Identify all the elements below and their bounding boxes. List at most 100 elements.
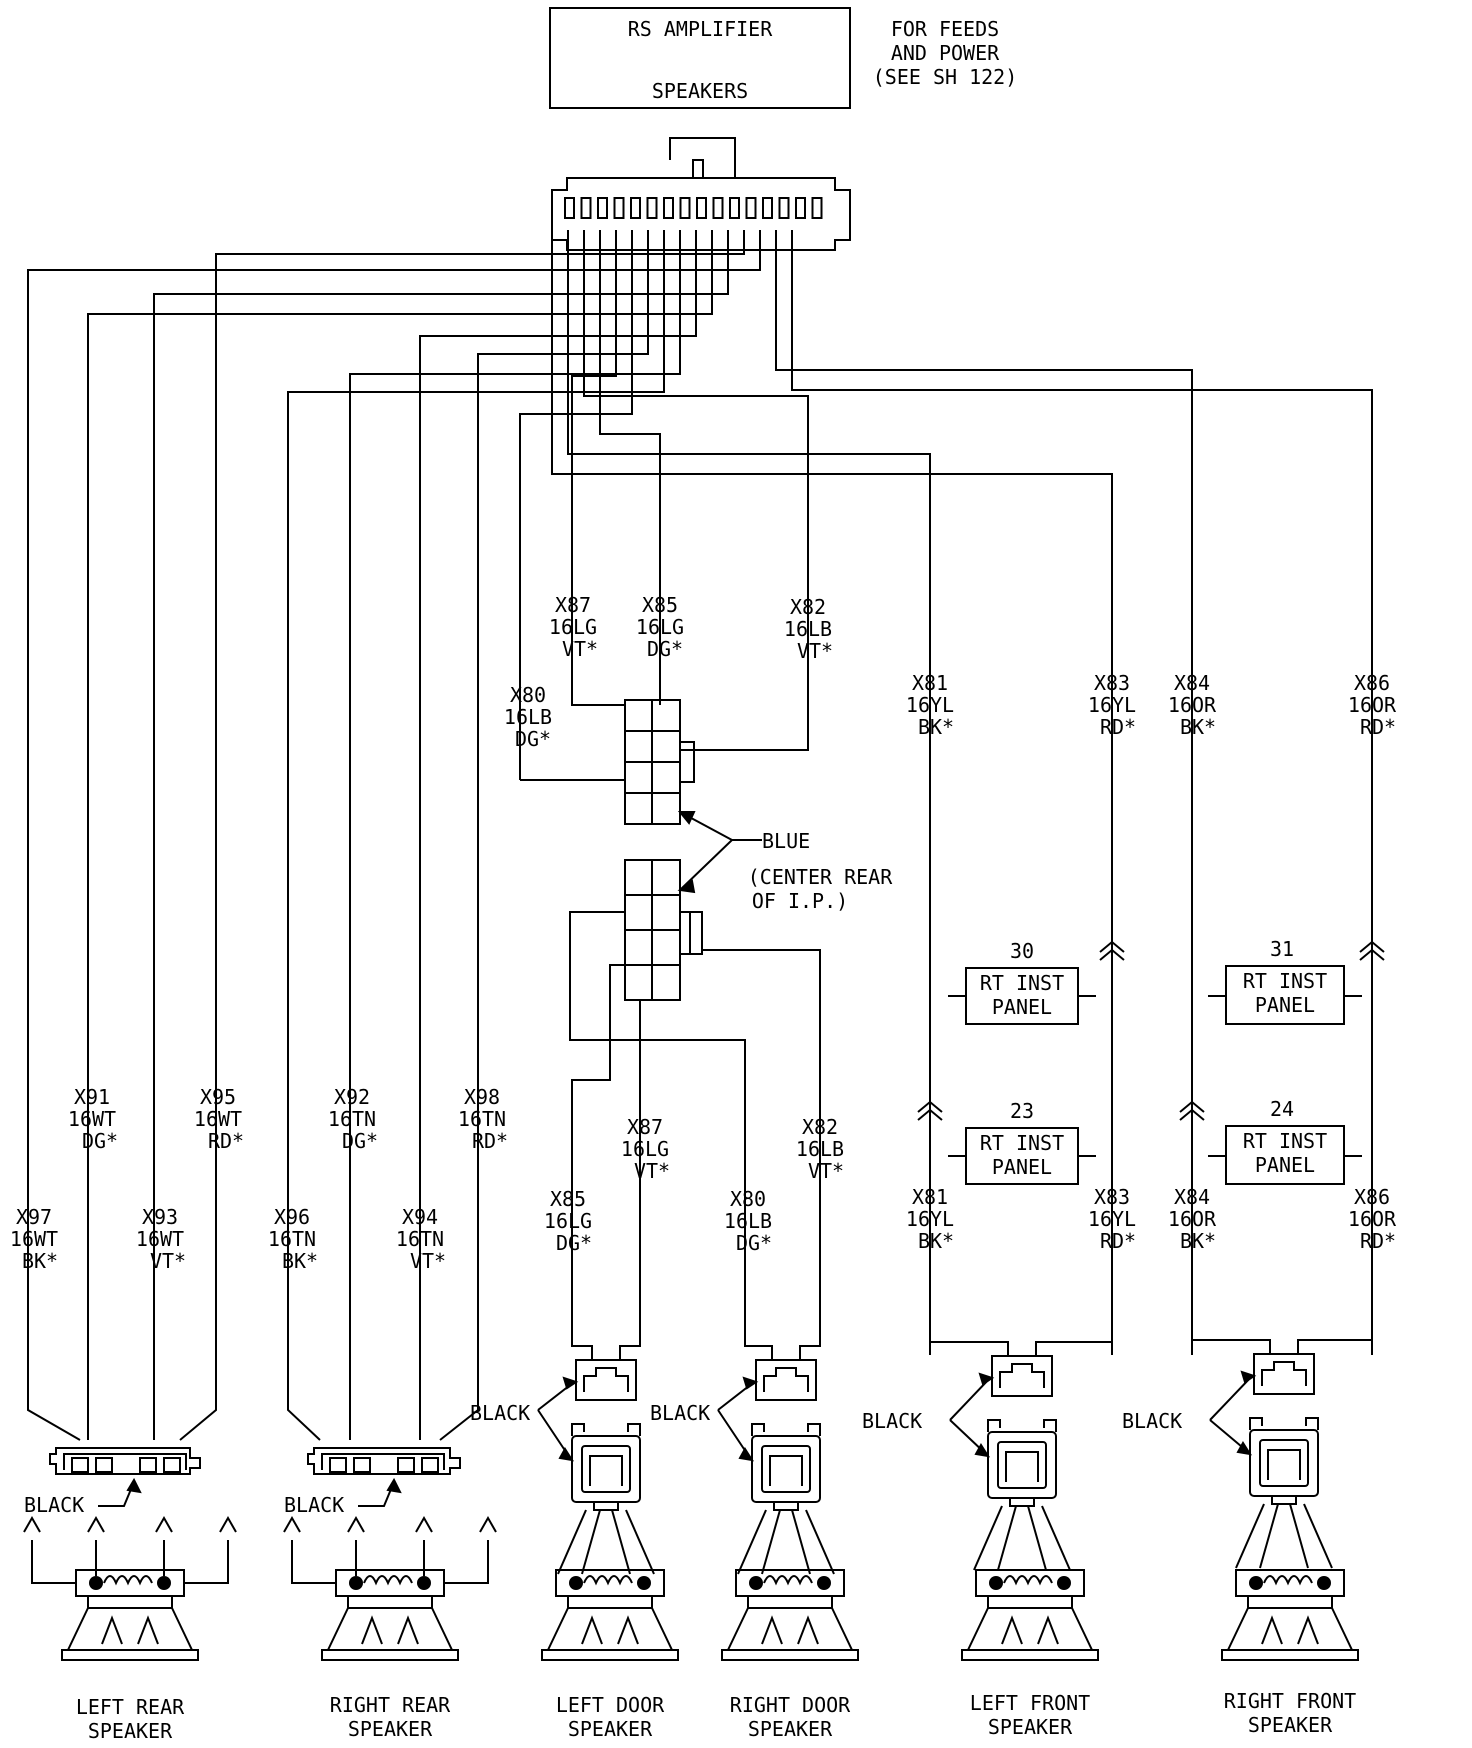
svg-text:RD*: RD*	[208, 1129, 244, 1153]
rear-black-labels: BLACK BLACK	[24, 1477, 402, 1517]
speaker-cone	[66, 1607, 194, 1651]
svg-text:X80: X80	[510, 683, 546, 707]
speaker-cone	[726, 1607, 854, 1651]
speaker-cone	[966, 1607, 1094, 1651]
svg-text:BK*: BK*	[1180, 715, 1216, 739]
lead-arrow	[23, 1515, 41, 1533]
terminal-dot	[637, 1576, 651, 1590]
svg-text:31: 31	[1270, 937, 1294, 961]
lead-arrow	[155, 1515, 173, 1533]
svg-text:23: 23	[1010, 1099, 1034, 1123]
speaker-cone	[1226, 1607, 1354, 1651]
svg-text:VT*: VT*	[808, 1159, 844, 1183]
left-front-black-label: BLACK	[862, 1409, 922, 1433]
svg-text:BK*: BK*	[1180, 1229, 1216, 1253]
svg-text:LEFT DOOR: LEFT DOOR	[556, 1693, 665, 1717]
blue-connector-location-1: (CENTER REAR	[748, 865, 893, 889]
svg-text:16OR: 16OR	[1348, 1207, 1397, 1231]
svg-text:X83: X83	[1094, 1185, 1130, 1209]
svg-text:VT*: VT*	[634, 1159, 670, 1183]
blue-connector-color-label: BLUE	[762, 829, 810, 853]
terminal-dot	[417, 1576, 431, 1590]
left-front-connector-pair	[929, 1326, 1113, 1571]
svg-text:16LB: 16LB	[504, 705, 552, 729]
svg-text:X83: X83	[1094, 671, 1130, 695]
wire-label-x83-upper: X83 16YL RD*	[1088, 671, 1136, 739]
amp-pin	[597, 197, 608, 219]
terminal-dot	[1057, 1576, 1071, 1590]
svg-text:DG*: DG*	[647, 637, 683, 661]
svg-text:X97: X97	[16, 1205, 52, 1229]
amp-pin	[679, 197, 691, 219]
terminal-dot	[89, 1576, 103, 1590]
svg-text:DG*: DG*	[82, 1129, 118, 1153]
svg-text:X91: X91	[74, 1085, 110, 1109]
svg-text:16TN: 16TN	[458, 1107, 506, 1131]
svg-text:X84: X84	[1174, 1185, 1210, 1209]
amplifier-subtitle: SPEAKERS	[652, 79, 748, 103]
plug-top	[755, 1359, 817, 1401]
right-front-speaker	[1221, 1569, 1359, 1661]
svg-text:16OR: 16OR	[1348, 693, 1397, 717]
blue-connector-upper	[520, 699, 695, 825]
amp-pin	[811, 197, 823, 219]
terminal-dot	[157, 1576, 171, 1590]
svg-text:SPEAKER: SPEAKER	[88, 1719, 173, 1743]
wire-label-x82-upper: X82 16LB VT*	[784, 595, 833, 663]
svg-text:30: 30	[1010, 939, 1034, 963]
svg-text:X98: X98	[464, 1085, 500, 1109]
door-front-black-labels: BLACK BLACK BLACK BLACK	[470, 1401, 1182, 1433]
lead-arrow	[87, 1515, 105, 1533]
svg-text:16WT: 16WT	[10, 1227, 58, 1251]
right-rear-connector	[307, 1447, 461, 1475]
svg-text:DG*: DG*	[556, 1231, 592, 1255]
svg-text:16WT: 16WT	[136, 1227, 184, 1251]
svg-text:X81: X81	[912, 671, 948, 695]
svg-text:DG*: DG*	[736, 1231, 772, 1255]
speaker-cone	[546, 1607, 674, 1651]
right-front-black-label: BLACK	[1122, 1409, 1182, 1433]
speaker-base	[541, 1649, 679, 1661]
note-line-2: AND POWER	[891, 41, 1000, 65]
svg-text:SPEAKER: SPEAKER	[748, 1717, 833, 1741]
svg-text:RT INST: RT INST	[1243, 1129, 1327, 1153]
terminal-dot	[989, 1576, 1003, 1590]
svg-text:16YL: 16YL	[906, 1207, 954, 1231]
inline-connector-30: 30 RT INST PANEL	[948, 939, 1096, 1025]
svg-text:PANEL: PANEL	[992, 995, 1052, 1019]
svg-text:RT INST: RT INST	[980, 1131, 1064, 1155]
amp-pin	[580, 197, 592, 219]
svg-text:16WT: 16WT	[194, 1107, 242, 1131]
speaker-base	[961, 1649, 1099, 1661]
amp-pin	[646, 197, 658, 219]
svg-text:16TN: 16TN	[396, 1227, 444, 1251]
amp-pin	[630, 197, 641, 219]
svg-text:RIGHT DOOR: RIGHT DOOR	[730, 1693, 851, 1717]
speaker-coil	[583, 1575, 633, 1586]
wire-label-x87-upper: X87 16LG VT*	[549, 593, 598, 661]
svg-text:16TN: 16TN	[268, 1227, 316, 1251]
harness-routing	[27, 230, 1373, 1441]
speaker-base	[721, 1649, 859, 1661]
lead-arrow	[219, 1515, 237, 1533]
svg-text:16TN: 16TN	[328, 1107, 376, 1131]
svg-text:16LB: 16LB	[724, 1209, 772, 1233]
svg-text:16LB: 16LB	[796, 1137, 844, 1161]
left-front-speaker	[961, 1569, 1099, 1661]
blue-connector-lower	[624, 859, 703, 1001]
left-rear-black-label: BLACK	[24, 1493, 84, 1517]
inline-connector-23: 23 RT INST PANEL	[948, 1099, 1096, 1185]
svg-text:LEFT REAR: LEFT REAR	[76, 1695, 185, 1719]
svg-text:X82: X82	[802, 1115, 838, 1139]
speaker-base	[61, 1649, 199, 1661]
